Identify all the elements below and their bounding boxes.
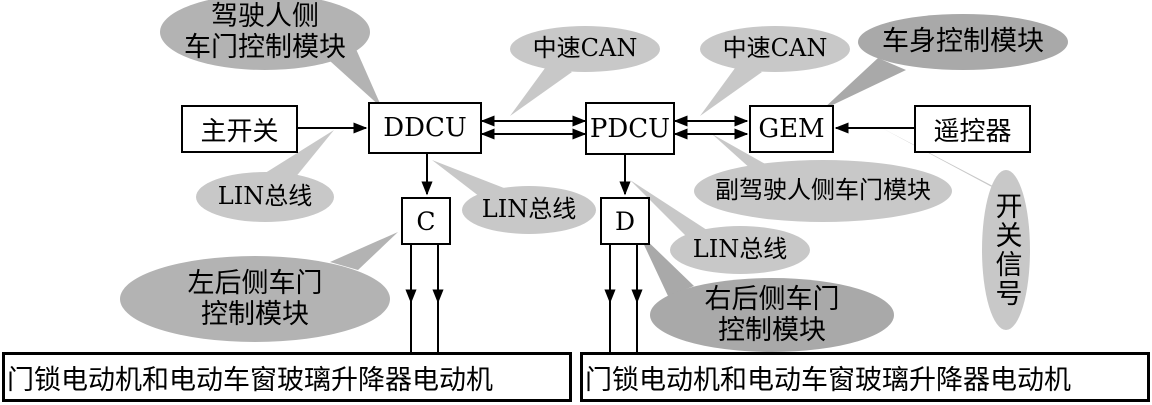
callout-can-right: 中速CAN — [700, 26, 850, 72]
node-motors-left: 门锁电动机和电动车窗玻璃升降器电动机 — [2, 352, 572, 402]
node-main-switch: 主开关 — [181, 105, 298, 153]
callout-tail-passenger-door — [712, 134, 776, 170]
callout-right-rear: 右后侧车门 控制模块 — [650, 278, 894, 352]
node-gem: GEM — [749, 105, 834, 153]
callout-tail-switch-signal — [878, 126, 1012, 196]
callout-lin-right: LIN总线 — [670, 226, 810, 274]
node-remote-label: 遥控器 — [933, 116, 1012, 147]
callout-lin-left-label: LIN总线 — [217, 182, 313, 211]
node-gem-label: GEM — [758, 114, 825, 144]
callout-tail-body-control — [822, 58, 906, 110]
callout-tail-left-rear — [330, 232, 398, 270]
callout-can-left: 中速CAN — [510, 26, 660, 72]
callout-right-rear-line1: 右后侧车门 — [704, 283, 840, 315]
node-motors-right: 门锁电动机和电动车窗玻璃升降器电动机 — [580, 352, 1150, 402]
callout-lin-middle-label: LIN总线 — [481, 195, 577, 224]
node-motors-left-label: 门锁电动机和电动车窗玻璃升降器电动机 — [7, 364, 493, 396]
callout-tail-right-rear — [638, 232, 694, 296]
callout-left-rear-line1: 左后侧车门 — [187, 267, 323, 299]
callout-right-rear-line2: 控制模块 — [718, 315, 826, 346]
callout-driver-door-line2: 车门控制模块 — [184, 32, 346, 63]
node-d-label: D — [614, 206, 636, 236]
node-c-label: C — [416, 206, 436, 236]
callout-passenger-door-label: 副驾驶人侧车门模块 — [715, 176, 931, 205]
callout-left-rear-line2: 控制模块 — [201, 299, 309, 330]
callout-driver-door-line1: 驾驶人侧 — [211, 0, 319, 32]
callout-body-control-label: 车身控制模块 — [882, 26, 1044, 58]
callout-switch-signal: 开关信号 — [982, 170, 1030, 330]
callout-tail-lin-middle — [432, 160, 504, 200]
callout-passenger-door: 副驾驶人侧车门模块 — [694, 160, 952, 222]
callout-tail-can-left — [510, 64, 572, 116]
node-c: C — [401, 197, 451, 245]
node-remote: 遥控器 — [914, 105, 1031, 153]
callout-body-control: 车身控制模块 — [858, 14, 1068, 70]
callout-can-right-label: 中速CAN — [722, 34, 828, 63]
callout-driver-door: 驾驶人侧 车门控制模块 — [160, 0, 370, 70]
callout-tail-lin-right — [630, 180, 710, 238]
callout-can-left-label: 中速CAN — [532, 34, 638, 63]
callout-lin-left: LIN总线 — [196, 172, 334, 222]
callout-lin-right-label: LIN总线 — [692, 235, 788, 264]
callout-lin-middle: LIN总线 — [462, 186, 596, 234]
callout-left-rear: 左后侧车门 控制模块 — [120, 256, 390, 342]
node-pdcu: PDCU — [585, 102, 675, 155]
node-d: D — [600, 197, 650, 245]
node-pdcu-label: PDCU — [589, 113, 671, 144]
node-main-switch-label: 主开关 — [200, 116, 279, 147]
callout-tail-can-right — [700, 64, 762, 116]
node-ddcu: DDCU — [368, 102, 482, 154]
node-motors-right-label: 门锁电动机和电动车窗玻璃升降器电动机 — [585, 364, 1071, 396]
callout-tail-lin-left — [262, 130, 334, 184]
node-ddcu-label: DDCU — [383, 113, 467, 143]
callout-switch-signal-label: 开关信号 — [990, 192, 1022, 308]
